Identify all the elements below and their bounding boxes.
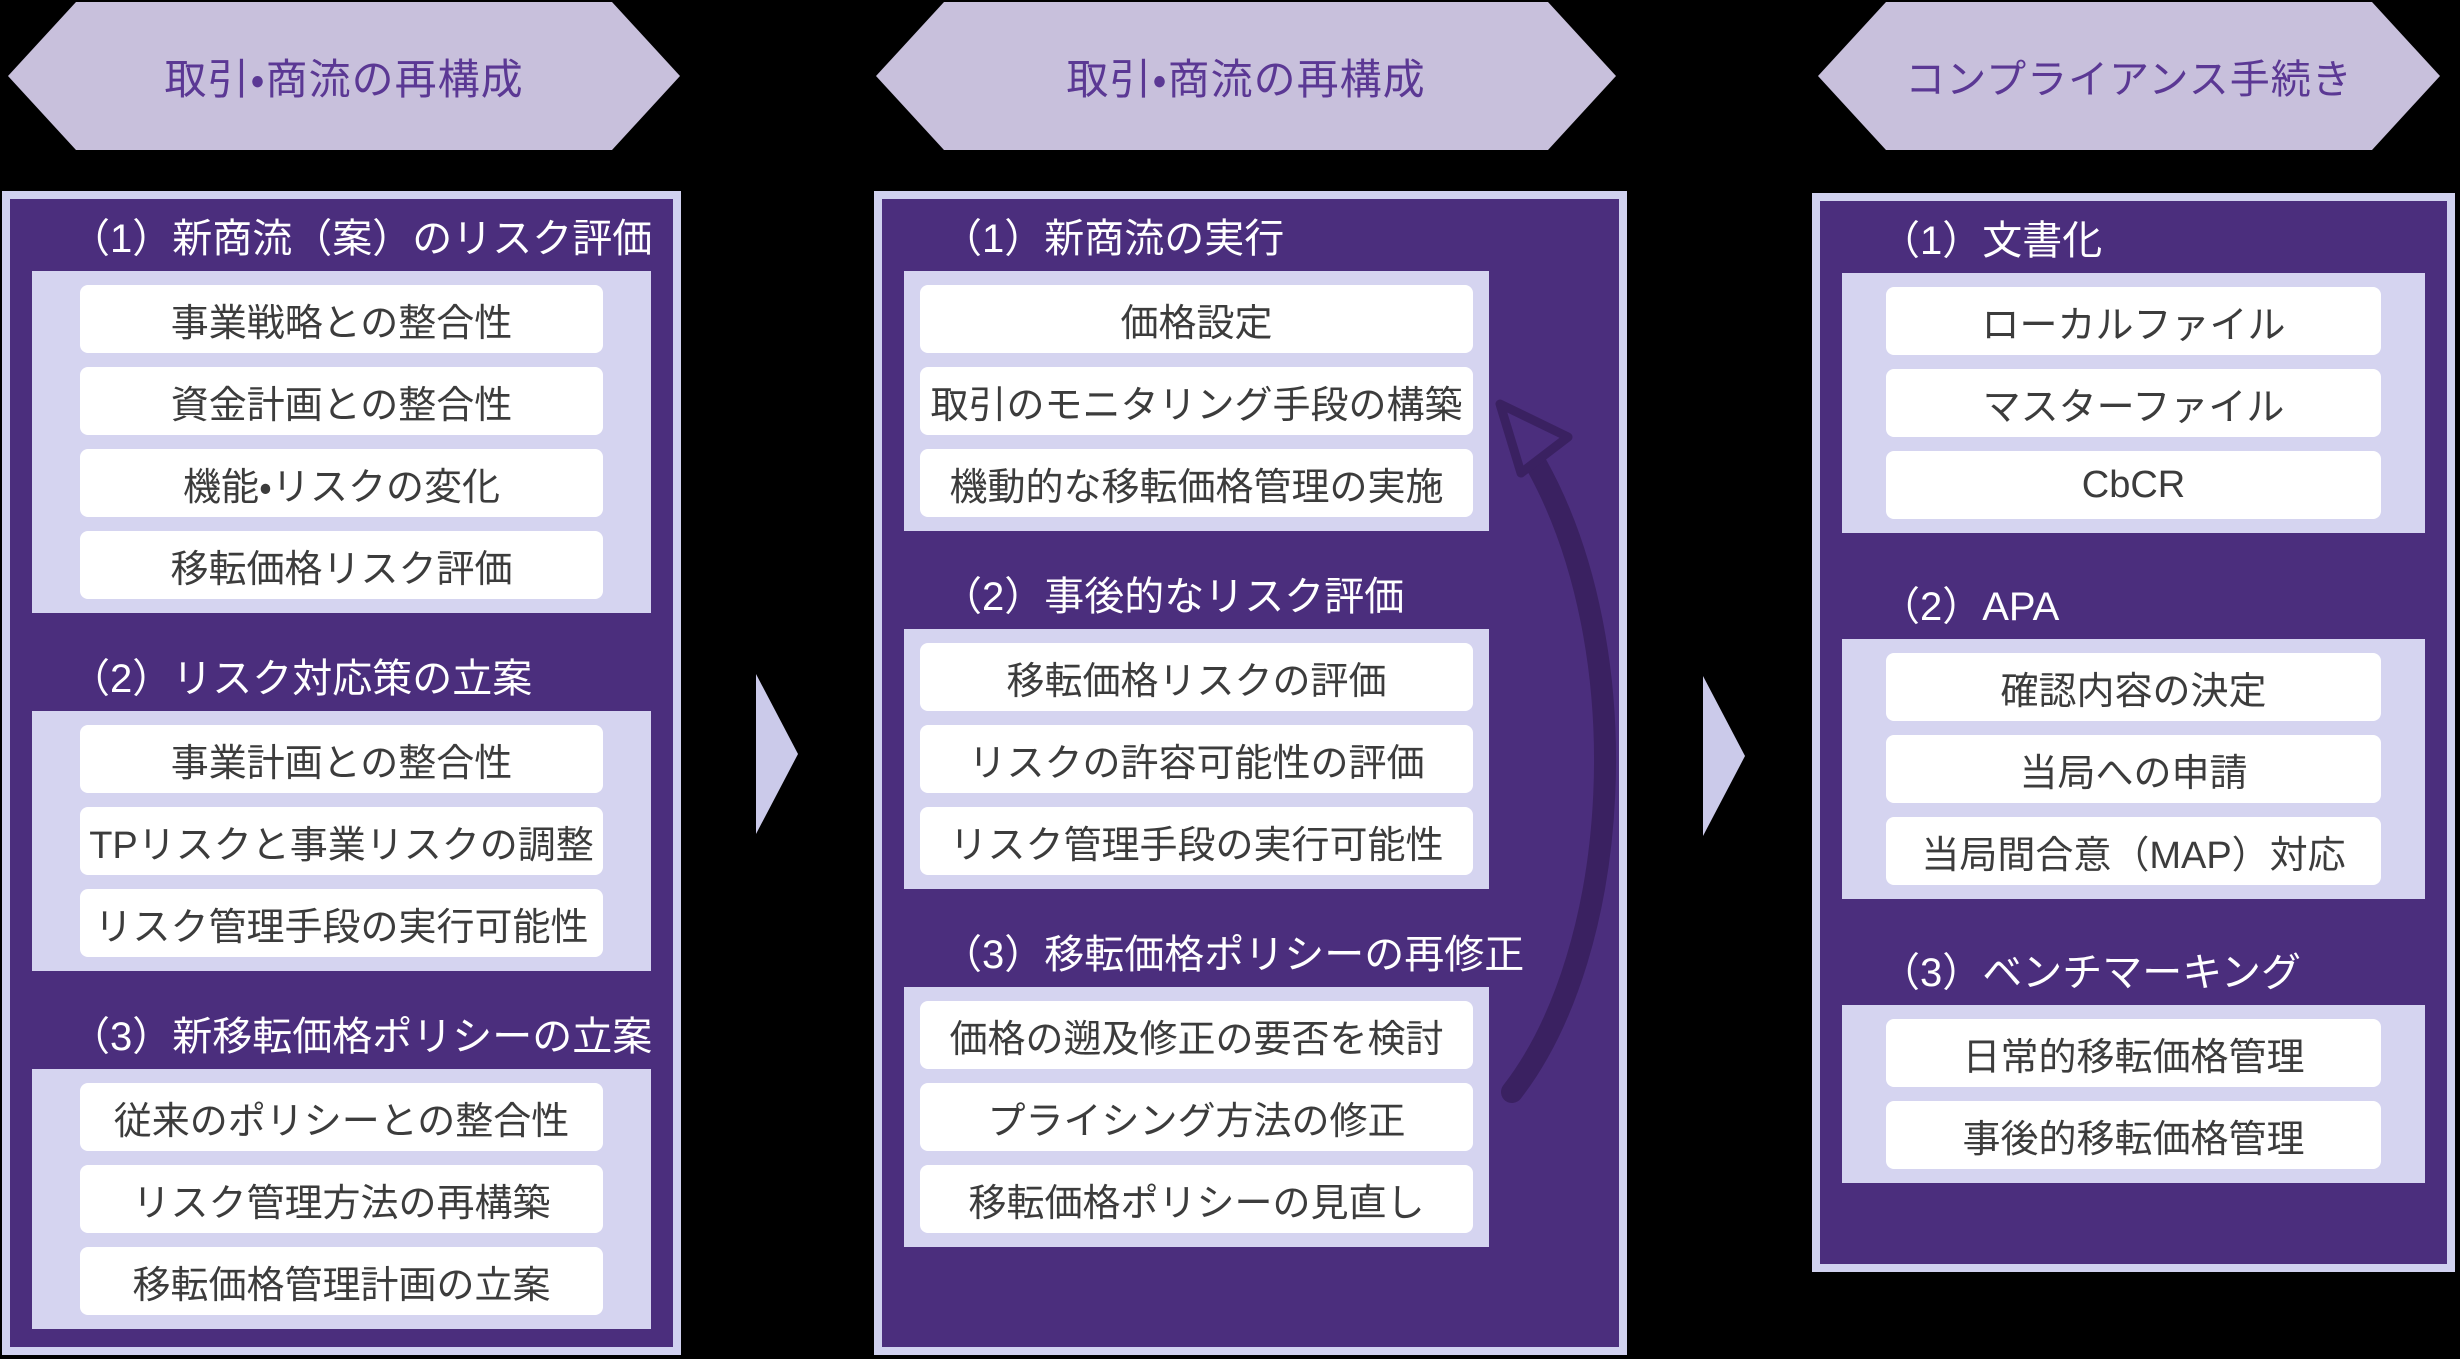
task-item: 価格設定 [920, 285, 1473, 353]
section-2-1: （1）新商流の実行 価格設定 取引のモニタリング手段の構築 機動的な移転価格管理… [904, 199, 1597, 531]
section-panel: 移転価格リスクの評価 リスクの許容可能性の評価 リスク管理手段の実行可能性 [904, 629, 1489, 889]
task-item: 従来のポリシーとの整合性 [80, 1083, 603, 1151]
section-panel: 価格設定 取引のモニタリング手段の構築 機動的な移転価格管理の実施 [904, 271, 1489, 531]
phase-hexagon-compliance: コンプライアンス手続き [1818, 2, 2440, 150]
section-panel: 従来のポリシーとの整合性 リスク管理方法の再構築 移転価格管理計画の立案 [32, 1069, 651, 1329]
phase-column-3: （1）文書化 ローカルファイル マスターファイル CbCR （2）APA 確認内… [1812, 193, 2455, 1272]
task-item: 事後的移転価格管理 [1886, 1101, 2381, 1169]
task-item: 確認内容の決定 [1886, 653, 2381, 721]
task-item: 当局への申請 [1886, 735, 2381, 803]
task-item: ローカルファイル [1886, 287, 2381, 355]
task-item: リスクの許容可能性の評価 [920, 725, 1473, 793]
phase-column-2: （1）新商流の実行 価格設定 取引のモニタリング手段の構築 機動的な移転価格管理… [874, 191, 1627, 1355]
task-item: リスク管理手段の実行可能性 [920, 807, 1473, 875]
section-1-2: （2）リスク対応策の立案 事業計画との整合性 TPリスクと事業リスクの調整 リス… [32, 639, 651, 971]
task-item: リスク管理手段の実行可能性 [80, 889, 603, 957]
section-3-1: （1）文書化 ローカルファイル マスターファイル CbCR [1842, 201, 2425, 533]
task-item: リスク管理方法の再構築 [80, 1165, 603, 1233]
flow-arrow-right-icon [756, 674, 798, 834]
section-3-2: （2）APA 確認内容の決定 当局への申請 当局間合意（MAP）対応 [1842, 567, 2425, 899]
section-2-2: （2）事後的なリスク評価 移転価格リスクの評価 リスクの許容可能性の評価 リスク… [904, 557, 1597, 889]
section-heading: （1）新商流（案）のリスク評価 [70, 217, 651, 261]
section-heading: （2）事後的なリスク評価 [942, 575, 1405, 619]
task-item: 事業計画との整合性 [80, 725, 603, 793]
section-2-3: （3）移転価格ポリシーの再修正 価格の遡及修正の要否を検討 プライシング方法の修… [904, 915, 1597, 1247]
task-item: 事業戦略との整合性 [80, 285, 603, 353]
section-panel: 事業計画との整合性 TPリスクと事業リスクの調整 リスク管理手段の実行可能性 [32, 711, 651, 971]
task-item: 移転価格管理計画の立案 [80, 1247, 603, 1315]
section-heading: （3）新移転価格ポリシーの立案 [70, 1015, 651, 1059]
task-item: 当局間合意（MAP）対応 [1886, 817, 2381, 885]
section-heading: （2）APA [1880, 585, 2060, 629]
task-item: 取引のモニタリング手段の構築 [920, 367, 1473, 435]
task-item: TPリスクと事業リスクの調整 [80, 807, 603, 875]
task-item: 移転価格ポリシーの見直し [920, 1165, 1473, 1233]
task-item: 移転価格リスクの評価 [920, 643, 1473, 711]
section-heading: （1）新商流の実行 [942, 217, 1285, 261]
phase-hexagon-restructuring-execute: 取引・商流の再構成 [876, 2, 1616, 150]
section-heading: （3）ベンチマーキング [1880, 951, 2302, 995]
flow-arrow-right-icon [1703, 676, 1745, 836]
section-heading: （3）移転価格ポリシーの再修正 [942, 933, 1525, 977]
task-item: マスターファイル [1886, 369, 2381, 437]
section-heading: （1）文書化 [1880, 219, 2103, 263]
task-item: 移転価格リスク評価 [80, 531, 603, 599]
section-panel: 価格の遡及修正の要否を検討 プライシング方法の修正 移転価格ポリシーの見直し [904, 987, 1489, 1247]
task-item: 価格の遡及修正の要否を検討 [920, 1001, 1473, 1069]
section-3-3: （3）ベンチマーキング 日常的移転価格管理 事後的移転価格管理 [1842, 933, 2425, 1183]
task-item: プライシング方法の修正 [920, 1083, 1473, 1151]
section-panel: ローカルファイル マスターファイル CbCR [1842, 273, 2425, 533]
task-item: 日常的移転価格管理 [1886, 1019, 2381, 1087]
task-item: 機動的な移転価格管理の実施 [920, 449, 1473, 517]
section-panel: 事業戦略との整合性 資金計画との整合性 機能・リスクの変化 移転価格リスク評価 [32, 271, 651, 613]
phase-column-1: （1）新商流（案）のリスク評価 事業戦略との整合性 資金計画との整合性 機能・リ… [2, 191, 681, 1355]
section-panel: 確認内容の決定 当局への申請 当局間合意（MAP）対応 [1842, 639, 2425, 899]
section-heading: （2）リスク対応策の立案 [70, 657, 533, 701]
phase-hexagon-restructuring-plan: 取引・商流の再構成 [8, 2, 680, 150]
task-item: CbCR [1886, 451, 2381, 519]
task-item: 機能・リスクの変化 [80, 449, 603, 517]
task-item: 資金計画との整合性 [80, 367, 603, 435]
section-1-1: （1）新商流（案）のリスク評価 事業戦略との整合性 資金計画との整合性 機能・リ… [32, 199, 651, 613]
section-panel: 日常的移転価格管理 事後的移転価格管理 [1842, 1005, 2425, 1183]
section-1-3: （3）新移転価格ポリシーの立案 従来のポリシーとの整合性 リスク管理方法の再構築… [32, 997, 651, 1329]
